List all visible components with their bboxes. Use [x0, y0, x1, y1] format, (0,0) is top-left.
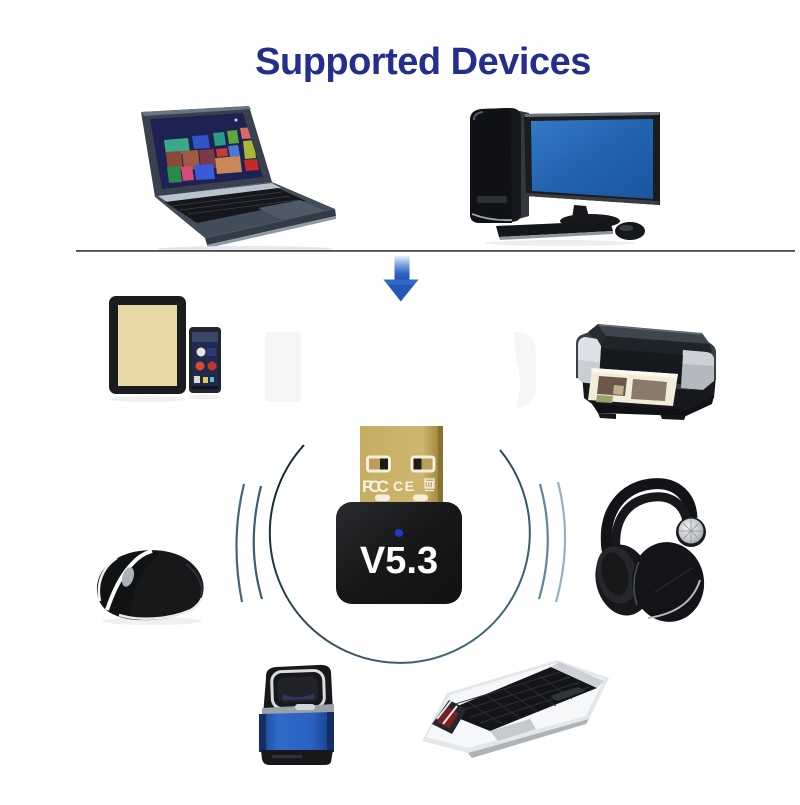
svg-text:Supported Devices: Supported Devices	[255, 41, 591, 83]
svg-text:V5.3: V5.3	[360, 540, 438, 582]
svg-text:CE: CE	[393, 478, 415, 494]
svg-text:FCC: FCC	[362, 477, 389, 496]
